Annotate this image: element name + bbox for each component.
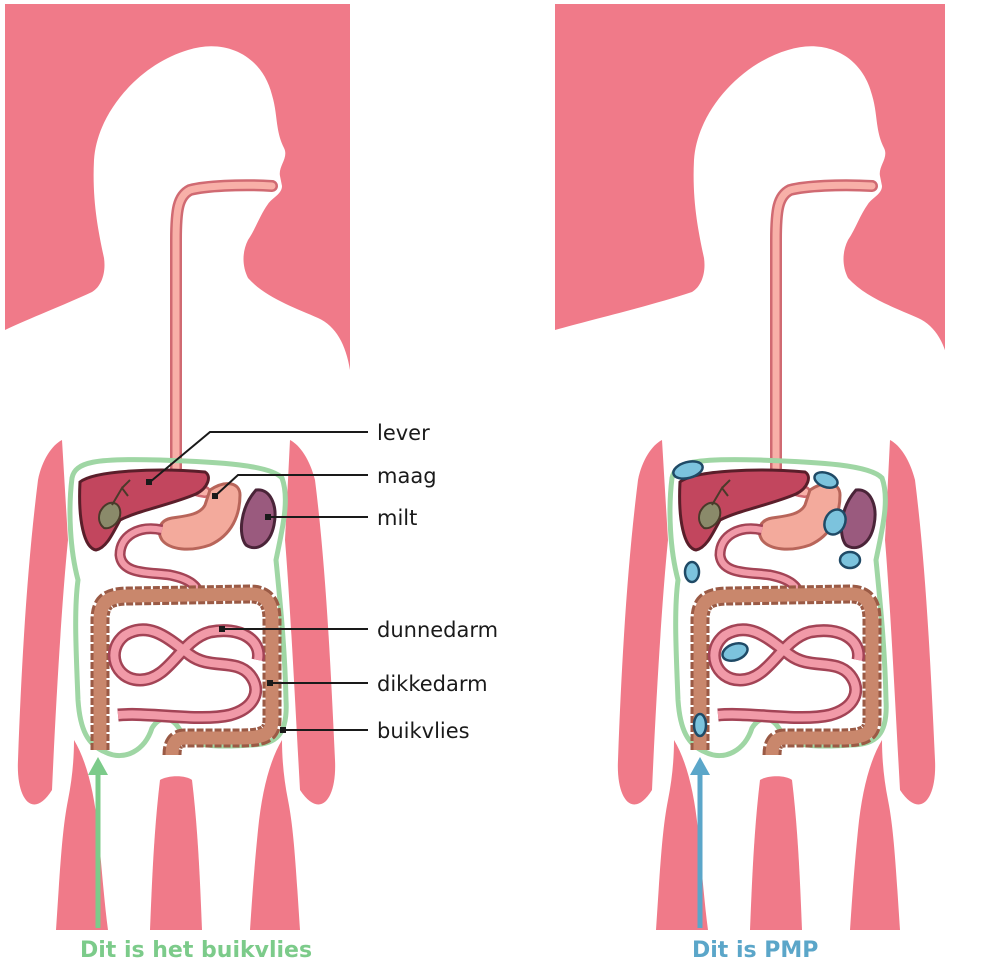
caption-buikvlies: Dit is het buikvlies xyxy=(80,938,312,963)
right-panel: Dit is PMP xyxy=(555,4,950,963)
label-lever: lever xyxy=(377,421,430,445)
pmp-deposit xyxy=(694,714,706,736)
label-dunnedarm: dunnedarm xyxy=(377,618,498,642)
pmp-deposit xyxy=(840,552,860,568)
pmp-deposit xyxy=(685,562,699,582)
label-dikkedarm: dikkedarm xyxy=(377,672,488,696)
caption-pmp: Dit is PMP xyxy=(692,938,818,963)
label-maag: maag xyxy=(377,464,437,488)
label-buikvlies: buikvlies xyxy=(377,719,470,743)
left-panel: lever maag milt dunnedarm dikkedarm buik… xyxy=(5,4,498,963)
label-milt: milt xyxy=(377,506,417,530)
